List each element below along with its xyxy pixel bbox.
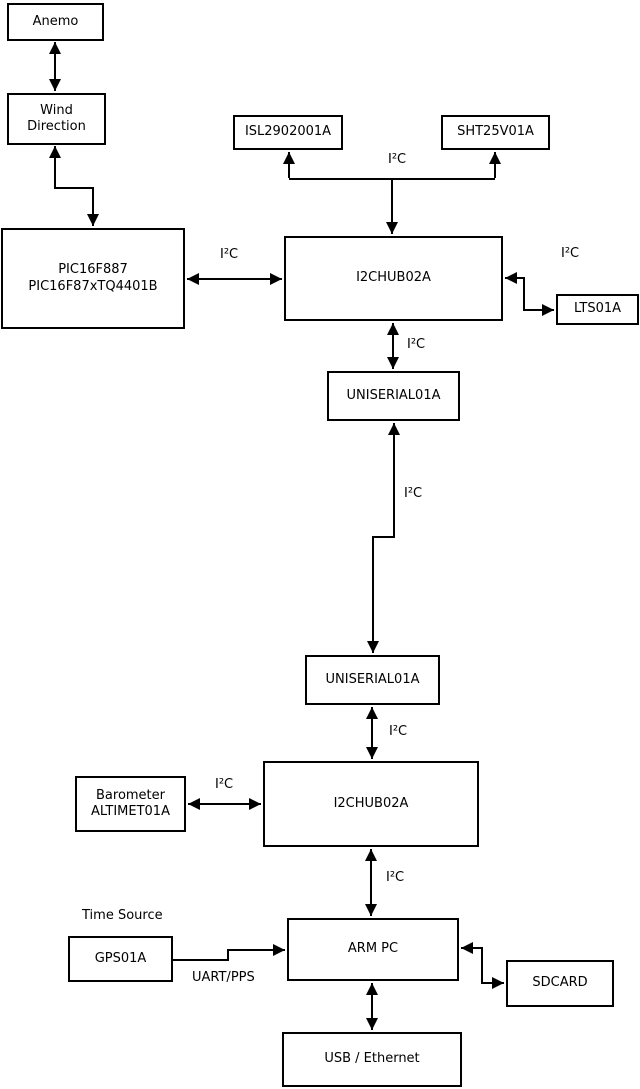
node-barometer-altimet01a: Barometer ALTIMET01A bbox=[75, 776, 186, 832]
connector-gps-armpc bbox=[173, 944, 285, 961]
node-anemo-label: Anemo bbox=[32, 13, 79, 29]
edge-label-i2c-pic-hub1: I²C bbox=[220, 247, 239, 262]
node-pic16f887-label-line2: PIC16F87xTQ4401B bbox=[28, 278, 158, 294]
node-isl2902001a: ISL2902001A bbox=[233, 115, 343, 150]
node-i2chub02a-1-label: I2CHUB02A bbox=[356, 270, 431, 286]
connector-wind-direction-pic bbox=[49, 146, 99, 226]
node-uniserial01a-1: UNISERIAL01A bbox=[327, 371, 460, 421]
node-wind-direction: Wind Direction bbox=[7, 93, 106, 145]
edge-label-i2c-barometer: I²C bbox=[215, 777, 234, 792]
connector-uniserial1-uniserial2 bbox=[367, 423, 400, 653]
node-gps01a-label: GPS01A bbox=[94, 950, 147, 966]
edge-label-i2c-uni1-uni2: I²C bbox=[404, 486, 423, 501]
node-i2chub02a-1: I2CHUB02A bbox=[284, 236, 503, 321]
node-barometer-label-line2: ALTIMET01A bbox=[91, 804, 170, 819]
node-i2chub02a-2-label: I2CHUB02A bbox=[333, 795, 409, 811]
node-arm-pc: ARM PC bbox=[287, 918, 459, 981]
edge-label-i2c-hub1-lts: I²C bbox=[561, 246, 580, 261]
node-anemo: Anemo bbox=[7, 3, 104, 41]
node-sdcard-label: SDCARD bbox=[532, 975, 588, 991]
node-wind-direction-label-line1: Wind bbox=[40, 102, 73, 118]
label-time-source: Time Source bbox=[82, 908, 163, 923]
node-usb-ethernet: USB / Ethernet bbox=[282, 1032, 462, 1087]
edge-label-i2c-hub2-armpc: I²C bbox=[386, 870, 405, 885]
node-pic16f887: PIC16F887 PIC16F87xTQ4401B bbox=[1, 228, 185, 329]
node-wind-direction-label-line2: Direction bbox=[27, 119, 86, 134]
node-i2chub02a-2: I2CHUB02A bbox=[263, 761, 479, 847]
node-gps01a: GPS01A bbox=[68, 936, 173, 982]
edge-label-i2c-hub1-uni1: I²C bbox=[407, 337, 426, 352]
node-pic16f887-label-line1: PIC16F887 bbox=[58, 262, 128, 278]
connector-hub1-lts bbox=[505, 272, 554, 316]
node-arm-pc-label: ARM PC bbox=[347, 941, 399, 957]
connector-armpc-sdcard bbox=[461, 942, 504, 989]
edge-label-i2c-uni2-hub2: I²C bbox=[389, 724, 408, 739]
node-uniserial01a-2: UNISERIAL01A bbox=[305, 655, 440, 705]
node-usb-ethernet-label: USB / Ethernet bbox=[324, 1051, 420, 1067]
node-lts01a-label: LTS01A bbox=[573, 301, 622, 317]
node-sht25v01a: SHT25V01A bbox=[441, 115, 550, 150]
node-sht25v01a-label: SHT25V01A bbox=[457, 124, 534, 140]
node-sdcard: SDCARD bbox=[506, 960, 614, 1007]
edge-label-uart-pps: UART/PPS bbox=[192, 970, 255, 985]
node-isl2902001a-label: ISL2902001A bbox=[244, 124, 332, 140]
node-uniserial01a-2-label: UNISERIAL01A bbox=[325, 671, 420, 687]
node-lts01a: LTS01A bbox=[556, 294, 639, 325]
edge-label-i2c-sensors-bus: I²C bbox=[388, 152, 407, 167]
node-uniserial01a-1-label: UNISERIAL01A bbox=[346, 387, 441, 403]
node-barometer-label-line1: Barometer bbox=[96, 787, 165, 803]
